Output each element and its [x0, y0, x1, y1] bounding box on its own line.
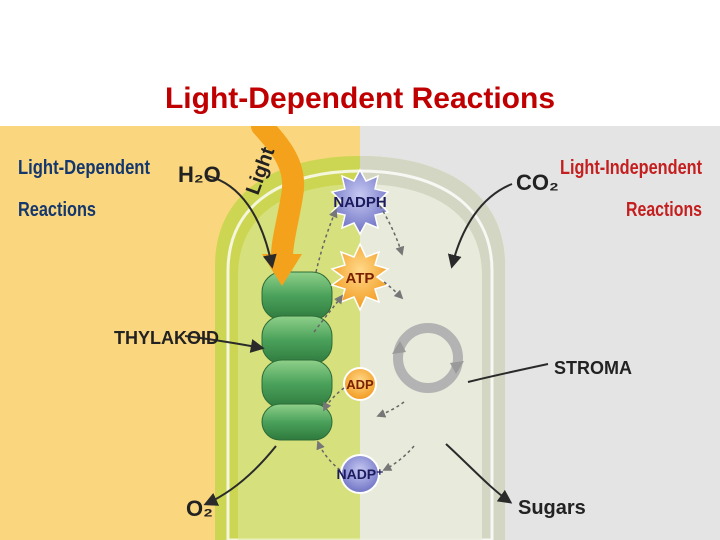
atp-starburst: [330, 242, 390, 312]
right-heading-line2: Reactions: [626, 199, 702, 221]
atp-label: ATP: [346, 270, 375, 287]
nadph-starburst: [330, 168, 390, 236]
thylakoid-stack: [261, 271, 333, 441]
carrier-flow-arrows: [313, 205, 415, 471]
left-heading-line2: Reactions: [18, 199, 96, 221]
water-label: H₂O: [178, 162, 221, 187]
left-heading-line1: Light-Dependent: [18, 157, 150, 179]
stroma-label: STROMA: [554, 358, 632, 378]
slide-title: Light-Dependent Reactions: [164, 82, 555, 115]
label-arrows: [184, 175, 549, 506]
nadp-circle: [340, 454, 380, 494]
nadp-label: NADP⁺: [336, 466, 383, 482]
thylakoid-label: THYLAKOID: [114, 328, 219, 348]
calvin-cycle-icon: [392, 323, 464, 393]
photosynthesis-diagram: Light-Dependent Reactions Light-Independ…: [0, 126, 720, 540]
light-arrow: [251, 126, 305, 267]
oxygen-label: O₂: [186, 496, 213, 521]
adp-circle: [343, 367, 377, 401]
nadph-label: NADPH: [333, 194, 386, 211]
right-heading-line1: Light-Independent: [560, 157, 702, 179]
sugars-label: Sugars: [518, 497, 586, 519]
stroma-lumen-right: [360, 184, 482, 540]
co2-label: CO₂: [516, 170, 559, 195]
adp-label: ADP: [346, 377, 374, 392]
